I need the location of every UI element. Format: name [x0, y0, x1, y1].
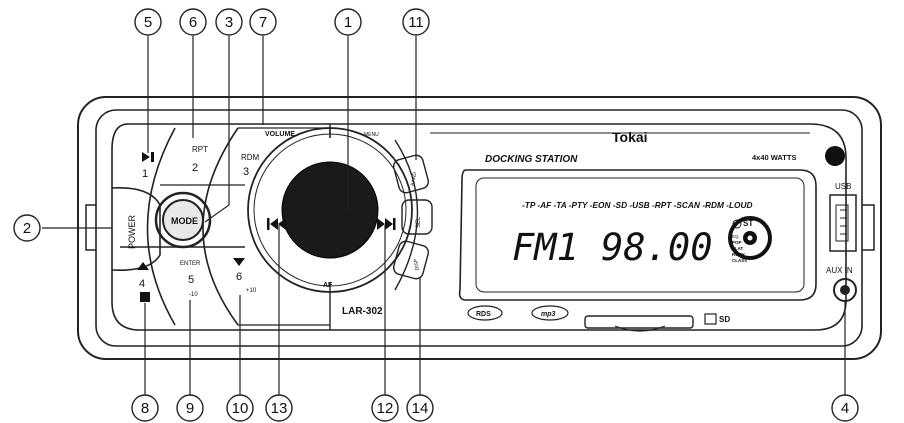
lcd-frame: [458, 169, 817, 301]
stop-icon: [140, 292, 150, 302]
lcd-screen: [475, 177, 805, 293]
plus10-label: +10: [246, 288, 257, 294]
mode-button-ring: [154, 191, 212, 249]
callout-2: 2: [23, 220, 31, 237]
down-arrow-icon: [233, 258, 245, 266]
callout-13: 13: [271, 400, 288, 417]
minus10-label: -10: [189, 292, 198, 298]
callout-14: 14: [412, 400, 429, 417]
callout-8: 8: [141, 400, 149, 417]
power-key[interactable]: [111, 187, 161, 272]
volume-knob[interactable]: [281, 161, 379, 259]
lcd-eq2: POP: [732, 240, 742, 245]
lcd-eq5: CLASS: [732, 258, 747, 263]
usb-label: USB: [835, 182, 851, 191]
callout-circles: [13, 8, 859, 422]
btn1-number: 1: [142, 168, 148, 180]
mp3-text: mp3: [541, 311, 556, 318]
callout-11: 11: [408, 14, 424, 31]
up-arrow-icon: [137, 262, 149, 270]
callout-numbers: 1 2 3 4 5 6 7 8 9 10 11 12 13 14: [23, 14, 849, 417]
ta-label: TA: [323, 162, 332, 169]
mp3-logo: [531, 305, 569, 321]
power-label: POWER: [127, 214, 137, 249]
btn5-number: 5: [188, 274, 194, 286]
btn3-number: 3: [243, 166, 249, 178]
sd-card-icon: [704, 313, 717, 325]
next-track-icon: [377, 218, 396, 230]
menu-label: MENU: [364, 132, 379, 138]
rds-logo: [467, 305, 503, 321]
callout-9: 9: [186, 400, 194, 417]
band-button[interactable]: [392, 154, 430, 195]
side-tab-right: [862, 204, 875, 251]
left-arc-2: [202, 127, 239, 326]
lcd-st: ST: [743, 219, 753, 228]
right-arc: [394, 139, 419, 291]
lcd-eq4: ROCK: [732, 252, 746, 257]
mode-label: MODE: [171, 216, 198, 226]
aux-jack-hole: [840, 285, 850, 295]
btn6-number: 6: [236, 271, 242, 283]
btn2-number: 2: [192, 162, 198, 174]
sel-label: SEL: [416, 216, 422, 228]
rds-text: RDS: [476, 311, 491, 318]
sd-label: SD: [719, 315, 730, 324]
lcd-eq1: EQ: [732, 234, 739, 239]
docking-station-label: DOCKING STATION: [485, 154, 578, 165]
play-pause-icon: [142, 152, 154, 162]
lcd-eq3: FLAT: [732, 246, 743, 251]
lcd-main-readout: FM1 98.00: [512, 226, 712, 269]
callout-10: 10: [232, 400, 249, 417]
usb-port[interactable]: [829, 194, 857, 252]
model-label: LAR-302: [342, 306, 383, 317]
btn4-number: 4: [139, 278, 145, 290]
callout-6: 6: [189, 14, 197, 31]
disp-button[interactable]: [392, 240, 430, 281]
lcd-indicators: -TP -AF -TA -PTY -EON -SD -USB -RPT -SCA…: [522, 200, 752, 210]
callout-4: 4: [841, 400, 849, 417]
reset-button[interactable]: [825, 146, 845, 166]
prev-track-icon: [267, 218, 286, 230]
volume-label: VOLUME: [265, 131, 295, 138]
af-label: AF: [323, 282, 333, 289]
callout-1: 1: [344, 14, 352, 31]
callout-7: 7: [259, 14, 267, 31]
callout-5: 5: [144, 14, 152, 31]
aux-label: AUX IN: [826, 266, 853, 275]
front-panel: [111, 123, 847, 331]
sd-slot[interactable]: [584, 315, 694, 329]
enter-label: ENTER: [180, 261, 201, 267]
watts-label: 4x40 WATTS: [752, 153, 796, 162]
stereo-indicator-icon: [732, 219, 742, 229]
mode-button[interactable]: [162, 199, 204, 241]
left-arc-1: [146, 127, 176, 326]
band-label: BAND: [410, 171, 418, 186]
rdm-label: RDM: [241, 153, 260, 162]
callout-3: 3: [225, 14, 233, 31]
sel-button[interactable]: [401, 199, 433, 235]
leader-lines: [42, 36, 846, 395]
disp-label: DISP: [413, 258, 421, 271]
brand-logo: Tokai: [612, 129, 648, 145]
rpt-label: RPT: [192, 145, 208, 154]
usb-slot: [835, 204, 849, 242]
cd-disc-center: [747, 235, 753, 241]
callout-12: 12: [377, 400, 394, 417]
